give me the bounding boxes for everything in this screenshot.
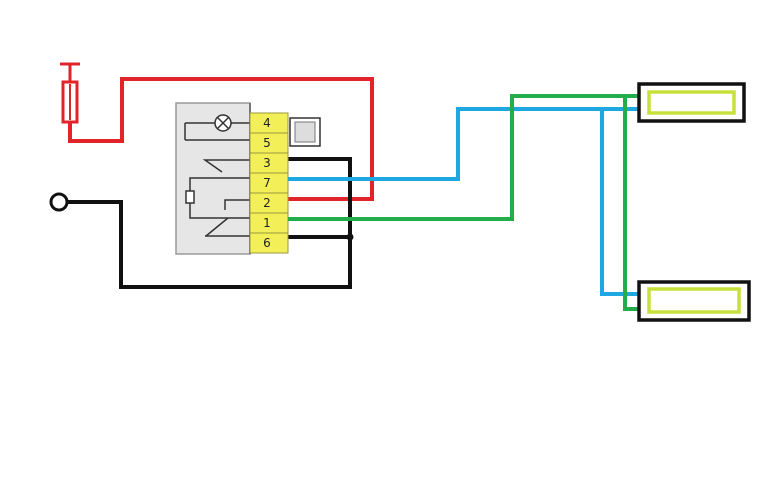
- lamp-top: [637, 82, 746, 123]
- terminal-pin-1: 1: [249, 212, 289, 234]
- blue-wire: [288, 107, 638, 296]
- relay-side-connector: [289, 117, 321, 147]
- terminal-pin-3: 3: [249, 152, 289, 174]
- terminal-pin-body: [249, 232, 289, 254]
- lamp-bottom: [637, 280, 751, 322]
- terminal-pin-2: 2: [249, 192, 289, 214]
- ground-junction-b: [346, 233, 354, 241]
- ground-terminal-icon: [49, 192, 69, 212]
- lamp-symbol: [184, 114, 250, 141]
- fuse-icon: [60, 62, 80, 124]
- terminal-pin-label: 4: [263, 116, 271, 130]
- terminal-pin-label: 3: [263, 156, 271, 170]
- power-wire: [68, 77, 374, 201]
- terminal-pin-label: 5: [263, 136, 271, 150]
- ground-wire: [67, 157, 352, 289]
- contact-symbol: [205, 199, 250, 237]
- terminal-block: 4 5 3 7 2 1 6: [249, 112, 289, 254]
- terminal-pin-7: 7: [249, 172, 289, 194]
- terminal-pin-6: 6: [249, 232, 289, 254]
- coil-symbol: [185, 159, 250, 219]
- green-wire: [288, 94, 638, 311]
- terminal-pin-label: 1: [263, 216, 271, 230]
- terminal-pin-label: 6: [263, 236, 271, 250]
- terminal-pin-5: 5: [249, 132, 289, 154]
- terminal-pin-label: 7: [263, 176, 271, 190]
- terminal-pin-label: 2: [263, 196, 271, 210]
- terminal-pin-4: 4: [249, 112, 289, 134]
